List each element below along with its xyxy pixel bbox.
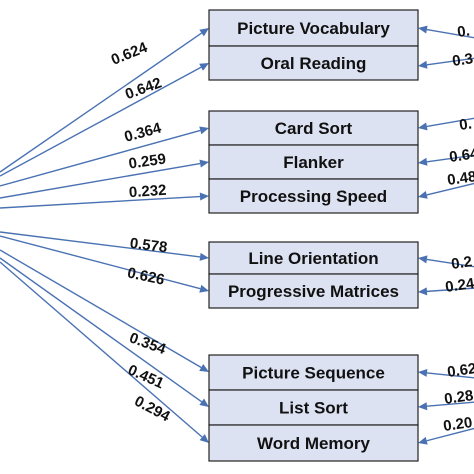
- right-arrow-or-head: [418, 60, 428, 69]
- left-loading-wm: 0.294: [132, 393, 174, 426]
- indicator-box-rect: [208, 178, 419, 214]
- indicator-label: Flanker: [283, 153, 344, 172]
- right-arrow-ls-line: [426, 401, 474, 407]
- right-loading-wm: 0.20: [442, 414, 473, 435]
- indicator-box-rect: [208, 354, 419, 391]
- indicator-box-pv: Picture Vocabulary: [208, 9, 419, 47]
- left-arrow-psq-line: [0, 249, 202, 369]
- right-loading-ls: 0.28: [443, 387, 474, 408]
- indicator-box-rect: [208, 45, 419, 81]
- left-arrow-fl-head: [199, 159, 209, 168]
- right-arrow-pm-head: [418, 287, 428, 296]
- indicator-box-wm: Word Memory: [208, 424, 419, 462]
- left-arrow-ls-line: [0, 257, 203, 403]
- left-loading-psq: 0.354: [127, 329, 169, 358]
- indicator-label: Line Orientation: [248, 249, 378, 268]
- right-loading-psq: 0.62: [446, 360, 474, 381]
- right-loading-fl: 0.64: [448, 145, 474, 166]
- left-arrow-ls-head: [199, 398, 209, 407]
- indicator-label: Word Memory: [257, 434, 371, 453]
- left-loading-pv: 0.624: [109, 39, 151, 69]
- indicator-box-rect: [208, 424, 419, 462]
- right-arrow-lo-line: [426, 258, 474, 268]
- right-loading-pm: 0.24: [444, 275, 474, 296]
- left-arrow-lo-line: [0, 231, 201, 258]
- left-arrow-ps-head: [199, 192, 209, 201]
- right-loading-labels: 0. 0.3 0. 0.640.48 0.20.24 0.62 0.28 0.20: [442, 22, 474, 435]
- right-arrow-pv-line: [426, 28, 474, 39]
- right-arrow-fl-line: [426, 154, 474, 163]
- indicator-label: List Sort: [279, 399, 348, 418]
- left-arrow-ps-line: [0, 195, 201, 209]
- left-arrow-fl-line: [0, 162, 201, 199]
- indicator-box-cs: Card Sort: [208, 110, 419, 146]
- left-arrow-cs-line: [0, 129, 201, 187]
- right-arrow-fl-head: [418, 157, 428, 166]
- left-loading-lo: 0.578: [129, 235, 168, 256]
- right-loading-cs: 0.: [458, 115, 473, 134]
- left-arrow-cs-head: [199, 126, 209, 135]
- indicator-box-rect: [208, 273, 419, 309]
- indicator-box-psq: Picture Sequence: [208, 354, 419, 391]
- indicator-box-ls: List Sort: [208, 389, 419, 426]
- left-arrow-or-line: [0, 66, 202, 177]
- left-arrow-pm-head: [199, 284, 209, 293]
- right-arrow-pv-head: [418, 25, 428, 34]
- left-loading-fl: 0.259: [128, 151, 168, 173]
- left-arrow-wm-head: [199, 434, 209, 443]
- left-loading-pm: 0.626: [126, 264, 166, 288]
- indicator-label: Picture Vocabulary: [237, 19, 390, 38]
- right-arrow-ps-line: [426, 182, 474, 196]
- indicator-label: Processing Speed: [240, 187, 387, 206]
- left-arrow-pv-head: [199, 28, 209, 37]
- left-arrow-pv-line: [0, 32, 202, 173]
- right-arrow-wm-head: [418, 436, 428, 445]
- indicator-box-or: Oral Reading: [208, 45, 419, 81]
- right-arrow-pm-line: [426, 287, 474, 293]
- indicator-box-pm: Progressive Matrices: [208, 273, 419, 309]
- right-arrow-cs-line: [426, 117, 474, 128]
- right-arrow-psq-line: [426, 372, 474, 379]
- left-arrow-lo-head: [199, 252, 209, 261]
- indicator-label: Picture Sequence: [242, 364, 385, 383]
- right-loading-pv: 0.: [456, 22, 471, 41]
- left-arrow-pm-line: [0, 235, 201, 290]
- right-loading-lo: 0.2: [450, 253, 473, 273]
- left-loading-labels: 0.6240.6420.3640.2590.2320.5780.6260.354…: [109, 39, 174, 426]
- right-arrow-psq-head: [418, 368, 428, 377]
- left-arrow-or-head: [199, 63, 209, 71]
- right-arrow-wm-line: [426, 427, 474, 442]
- indicator-box-lo: Line Orientation: [208, 241, 419, 275]
- indicator-label: Progressive Matrices: [228, 282, 399, 301]
- right-arrow-ps-head: [418, 190, 428, 199]
- right-arrow-or-line: [426, 57, 474, 66]
- right-arrow-lo-head: [418, 255, 428, 264]
- indicator-box-rect: [208, 110, 419, 146]
- right-loading-or: 0.3: [451, 50, 474, 70]
- left-arrow-psq-head: [199, 364, 209, 372]
- indicator-box-ps: Processing Speed: [208, 178, 419, 214]
- left-loading-ps: 0.232: [128, 182, 167, 202]
- right-arrow-ls-head: [418, 402, 428, 411]
- right-loading-ps: 0.48: [446, 168, 474, 189]
- indicator-box-fl: Flanker: [208, 144, 419, 180]
- indicator-box-rect: [208, 389, 419, 426]
- indicator-label: Oral Reading: [261, 54, 367, 73]
- right-arrow-cs-head: [418, 122, 428, 131]
- left-arrow-wm-line: [0, 261, 203, 438]
- indicator-box-rect: [208, 241, 419, 275]
- loading-arrows: [0, 25, 474, 445]
- indicator-label: Card Sort: [275, 119, 353, 138]
